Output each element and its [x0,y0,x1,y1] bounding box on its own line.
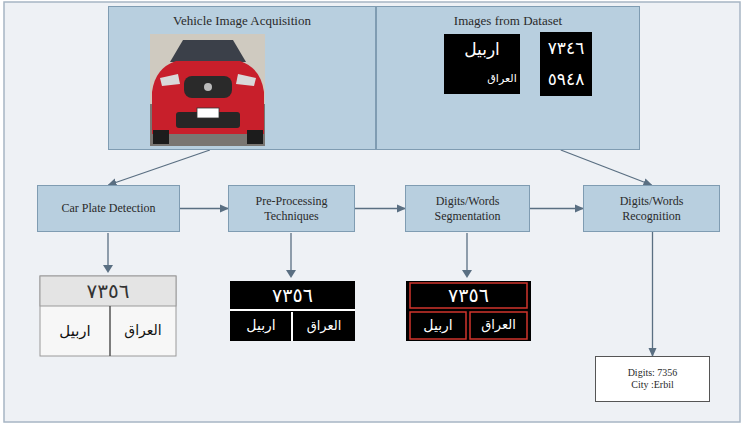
outer-frame [4,2,740,422]
box-label: Digits/Words Recognition [589,194,714,223]
plate-text: اربيل [231,312,291,340]
plate-text: العراق [293,312,355,340]
flow-arrow [355,208,405,209]
detected-plate [40,276,176,356]
plate-text: العراق [484,64,520,94]
result-text: Digits: 7356 [628,367,678,379]
plate-text: اربيل [41,308,109,354]
flow-arrow [109,150,210,185]
process-box: Pre-Processing Techniques [228,185,355,232]
plate-text: ٧٣٥٦ [411,284,526,307]
flow-arrow [561,150,652,185]
input-panel: Vehicle Image Acquisition [108,6,376,150]
process-box: Car Plate Detection [37,185,180,232]
plate-text: اربيل [444,34,520,64]
plate-text: ٧٣٤٦ [540,33,592,64]
box-label: Images from Dataset [454,13,562,29]
plate-text: اربيل [411,313,465,338]
car-photo [150,34,265,146]
process-box: Digits/Words Segmentation [405,185,530,232]
input-band [108,6,640,150]
box-label: Pre-Processing Techniques [234,194,349,223]
flow-arrow [530,208,583,209]
segmented-plate [406,281,531,341]
box-label: Car Plate Detection [62,201,156,215]
binarised-plate [230,281,355,341]
process-box: Digits/Words Recognition [583,185,720,232]
output-arrows [103,233,472,278]
plate-text: العراق [471,313,526,338]
plate-text: ٧٣٥٦ [230,282,355,309]
box-label: Digits/Words Segmentation [411,194,524,223]
plate-text: ٧٣٥٦ [40,277,176,305]
result-box: Digits: 7356City :Erbil [595,356,710,402]
plate-text: العراق [111,308,175,354]
plate-text: ٥٩٤٨ [540,64,592,95]
flow-arrow [180,208,228,209]
result-text: City :Erbil [631,379,674,391]
box-label: Vehicle Image Acquisition [173,13,311,29]
dataset-samples [444,32,592,96]
flow-arrow [652,232,653,356]
